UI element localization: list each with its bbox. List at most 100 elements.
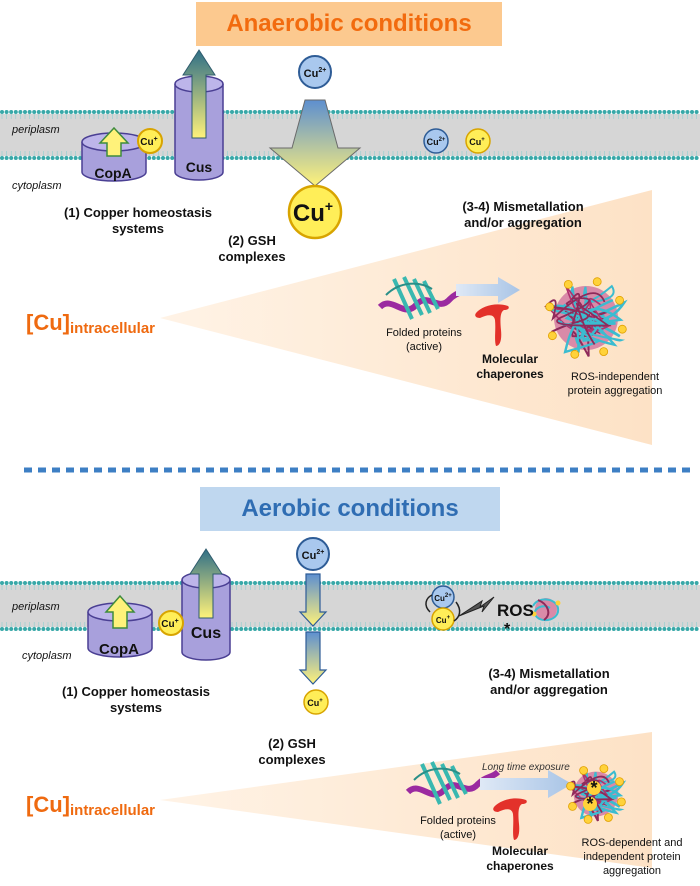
lipid-head: [372, 581, 377, 585]
lipid-head: [496, 110, 501, 114]
lipid-head: [87, 110, 92, 114]
lipid-head: [239, 110, 244, 114]
lipid-head: [515, 156, 520, 160]
lipid-head: [662, 110, 667, 114]
lipid-head: [676, 627, 681, 631]
lipid-head: [395, 627, 400, 631]
lipid-head: [437, 156, 441, 160]
lipid-head: [418, 627, 423, 631]
lipid-head: [386, 156, 391, 160]
lipid-head: [142, 110, 147, 114]
lipid-head: [165, 156, 170, 160]
copa-label: CopA: [99, 641, 139, 658]
lipid-head: [694, 581, 699, 585]
lipid-head: [685, 581, 690, 585]
lipid-head: [105, 110, 110, 114]
lipid-head: [46, 581, 50, 585]
lipid-head: [621, 581, 625, 585]
cu-intracellular-label: [Cu]intracellular: [26, 310, 155, 337]
lipid-head: [280, 627, 285, 631]
lipid-head: [13, 110, 18, 114]
lipid-head: [262, 581, 267, 585]
lipid-head: [575, 581, 579, 585]
lipid-head: [4, 110, 9, 114]
lipid-head: [690, 581, 694, 585]
lipid-head: [32, 156, 37, 160]
lipid-head: [611, 110, 616, 114]
lipid-head: [9, 581, 14, 585]
copa-transporter: [87, 594, 153, 658]
lipid-head: [694, 156, 699, 160]
lipid-head: [64, 156, 69, 160]
lipid-head: [584, 627, 589, 631]
lipid-head: [464, 581, 469, 585]
lipid-head: [653, 156, 658, 160]
lipid-head: [565, 156, 570, 160]
lipid-head: [0, 156, 4, 160]
lipid-head: [464, 627, 469, 631]
copper-bead: [568, 802, 577, 811]
lipid-head: [547, 627, 552, 631]
lipid-head: [41, 581, 46, 585]
lipid-head: [27, 156, 32, 160]
lipid-head: [55, 627, 60, 631]
lipid-head: [671, 581, 676, 585]
lipid-head: [657, 110, 662, 114]
lipid-head: [257, 581, 262, 585]
lipid-head: [276, 156, 280, 160]
lipid-head: [510, 156, 515, 160]
lipid-head: [469, 110, 474, 114]
lipid-head: [78, 627, 83, 631]
lipid-head: [59, 627, 64, 631]
lipid-head: [59, 156, 64, 160]
cu-plus-ion-large: [287, 184, 343, 240]
lipid-head: [602, 156, 607, 160]
lipid-head: [593, 110, 598, 114]
lipid-head: [547, 156, 552, 160]
lipid-head: [4, 627, 9, 631]
lipid-head: [547, 110, 552, 114]
lipid-head: [455, 156, 460, 160]
lipid-head: [625, 581, 630, 585]
lipid-head: [322, 627, 326, 631]
copper-bead: [579, 766, 588, 775]
lipid-head: [285, 627, 290, 631]
lipid-head: [133, 581, 138, 585]
lipid-head: [538, 156, 543, 160]
lipid-head: [427, 156, 432, 160]
lipid-head: [515, 627, 520, 631]
ion-label: Cu+: [140, 136, 157, 148]
lipid-head: [432, 627, 437, 631]
lipid-head: [570, 156, 575, 160]
cytoplasm-label: cytoplasm: [22, 650, 72, 662]
lipid-head: [78, 110, 83, 114]
lipid-head: [561, 110, 566, 114]
lipid-head: [73, 627, 78, 631]
lipid-head: [354, 110, 359, 114]
lipid-head: [372, 110, 377, 114]
lipid-head: [542, 110, 547, 114]
lipid-head: [340, 627, 345, 631]
lipid-head: [294, 110, 299, 114]
lipid-head: [55, 110, 60, 114]
lipid-head: [616, 110, 621, 114]
lipid-head: [289, 110, 294, 114]
lipid-head: [671, 156, 676, 160]
lipid-head: [671, 110, 676, 114]
lipid-head: [257, 110, 262, 114]
lipid-head: [621, 156, 625, 160]
lipid-head: [262, 110, 267, 114]
lipid-head: [400, 110, 405, 114]
lipid-head: [565, 110, 570, 114]
copa-label: CopA: [94, 165, 131, 181]
cu2-ion-extracellular: [298, 55, 332, 89]
lipid-head: [59, 110, 64, 114]
lipid-head: [234, 110, 239, 114]
lipid-head: [147, 110, 152, 114]
lipid-head: [386, 627, 391, 631]
lipid-head: [400, 156, 405, 160]
lipid-head: [556, 156, 561, 160]
